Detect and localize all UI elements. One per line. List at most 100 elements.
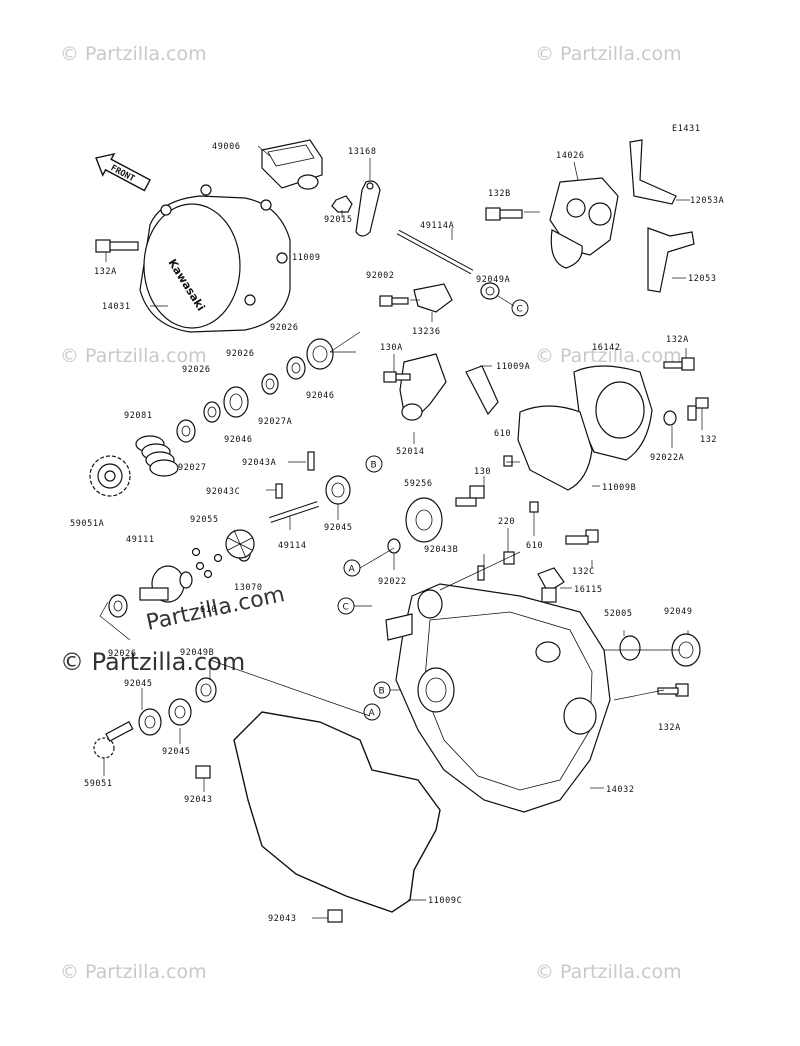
watermark: © Partzilla.com xyxy=(60,345,207,367)
bolt-part xyxy=(383,371,411,383)
part-label-49006: 49006 xyxy=(212,142,241,152)
part-label-11009a: 11009A xyxy=(496,362,530,372)
gasket-part xyxy=(233,711,441,913)
watermark: © Partzilla.com xyxy=(60,43,207,65)
part-label-92081: 92081 xyxy=(124,411,153,421)
part-label-92045-b: 92045 xyxy=(124,679,153,689)
part-label-59051a: 59051A xyxy=(70,519,104,529)
bracket-part xyxy=(647,227,695,293)
dowel-part xyxy=(195,765,211,779)
shaft-part xyxy=(269,501,319,523)
spring-part xyxy=(135,435,179,477)
part-label-92046-a: 92046 xyxy=(306,391,335,401)
part-label-12053a: 12053A xyxy=(690,196,724,206)
svg-text:B: B xyxy=(371,461,377,471)
part-label-132a-r: 132A xyxy=(666,335,689,345)
part-label-132a-low: 132A xyxy=(658,723,681,733)
shaft-part xyxy=(396,229,474,275)
plate-part xyxy=(413,283,453,313)
housing-part xyxy=(261,139,323,190)
impeller-part xyxy=(405,497,443,543)
plug-part xyxy=(537,567,565,603)
bearing-part xyxy=(138,708,162,736)
gear-part xyxy=(89,455,131,497)
part-label-11009: 11009 xyxy=(292,253,321,263)
washer-part xyxy=(108,594,128,618)
clutch-cover-part: Kawasaki xyxy=(139,184,291,333)
part-labels: 49006 13168 14026 132B 12053A 132A 11009… xyxy=(70,142,724,924)
part-label-92049b: 92049B xyxy=(180,648,214,658)
part-label-130a: 130A xyxy=(380,343,403,353)
part-label-132: 132 xyxy=(700,435,717,445)
part-label-11009c: 11009C xyxy=(428,896,462,906)
gear-part xyxy=(93,720,134,759)
part-label-92026-c: 92026 xyxy=(182,365,211,375)
part-label-49114: 49114 xyxy=(278,541,307,551)
callout-c-top: C xyxy=(511,299,529,317)
callout-a-mid: A xyxy=(343,559,361,577)
bolt-part xyxy=(663,357,695,371)
diagram-code: E1431 xyxy=(672,124,701,134)
part-label-14031: 14031 xyxy=(102,302,131,312)
bolt-part xyxy=(565,529,599,545)
part-label-92045-c: 92045 xyxy=(162,747,191,757)
part-label-92043a: 92043A xyxy=(242,458,276,468)
part-label-220: 220 xyxy=(498,517,515,527)
pin-part xyxy=(503,455,513,467)
bolt-part xyxy=(379,295,409,307)
ball-part xyxy=(203,569,213,579)
bolt-part xyxy=(455,485,485,507)
part-label-92027: 92027 xyxy=(178,463,207,473)
part-label-12053: 12053 xyxy=(688,274,717,284)
watermark: © Partzilla.com xyxy=(535,961,682,983)
part-label-610-c: 610 xyxy=(200,605,217,615)
part-label-52014: 52014 xyxy=(396,447,425,457)
ball-part xyxy=(195,561,205,571)
part-label-92049: 92049 xyxy=(664,607,693,617)
part-label-92026-b: 92026 xyxy=(226,349,255,359)
pin-part xyxy=(529,501,539,513)
nut-part xyxy=(331,195,353,213)
svg-text:C: C xyxy=(517,305,523,315)
gasket-part xyxy=(465,365,499,416)
part-label-92045-a: 92045 xyxy=(324,523,353,533)
bracket-part xyxy=(549,177,619,269)
bracket-part xyxy=(629,139,677,205)
bearing-part xyxy=(325,475,351,505)
part-label-92043-a: 92043 xyxy=(184,795,213,805)
part-label-92046-b: 92046 xyxy=(224,435,253,445)
washer-part xyxy=(261,373,279,395)
svg-text:A: A xyxy=(349,565,356,575)
leader-lines xyxy=(99,145,703,919)
pin-part xyxy=(477,565,485,581)
watermark: © Partzilla.com xyxy=(60,961,207,983)
bearing-part xyxy=(168,698,192,726)
ball-part xyxy=(213,553,223,563)
part-label-132c: 132C xyxy=(572,567,595,577)
washer-part xyxy=(286,356,306,380)
part-label-92027a: 92027A xyxy=(258,417,292,427)
callout-b-top: B xyxy=(365,455,383,473)
washer-part xyxy=(387,538,401,554)
part-label-92002: 92002 xyxy=(366,271,395,281)
part-label-92015: 92015 xyxy=(324,215,353,225)
seal-part xyxy=(480,282,500,300)
callout-c-mid: C xyxy=(337,597,355,615)
pin-part xyxy=(307,451,315,471)
part-label-13070: 13070 xyxy=(234,583,263,593)
watermark-group: © Partzilla.com © Partzilla.com © Partzi… xyxy=(60,43,682,983)
washer-part xyxy=(176,419,196,443)
washer-part xyxy=(203,401,221,423)
part-label-14026: 14026 xyxy=(556,151,585,161)
part-label-16142: 16142 xyxy=(592,343,621,353)
part-label-92026-e: 92026 xyxy=(108,649,137,659)
svg-text:A: A xyxy=(369,709,376,719)
front-arrow-icon: FRONT xyxy=(95,152,151,192)
bolt-part xyxy=(95,239,139,253)
pin-part xyxy=(275,483,283,499)
bolt-part xyxy=(503,551,515,565)
bearing-part xyxy=(223,386,249,418)
part-label-130: 130 xyxy=(474,467,491,477)
